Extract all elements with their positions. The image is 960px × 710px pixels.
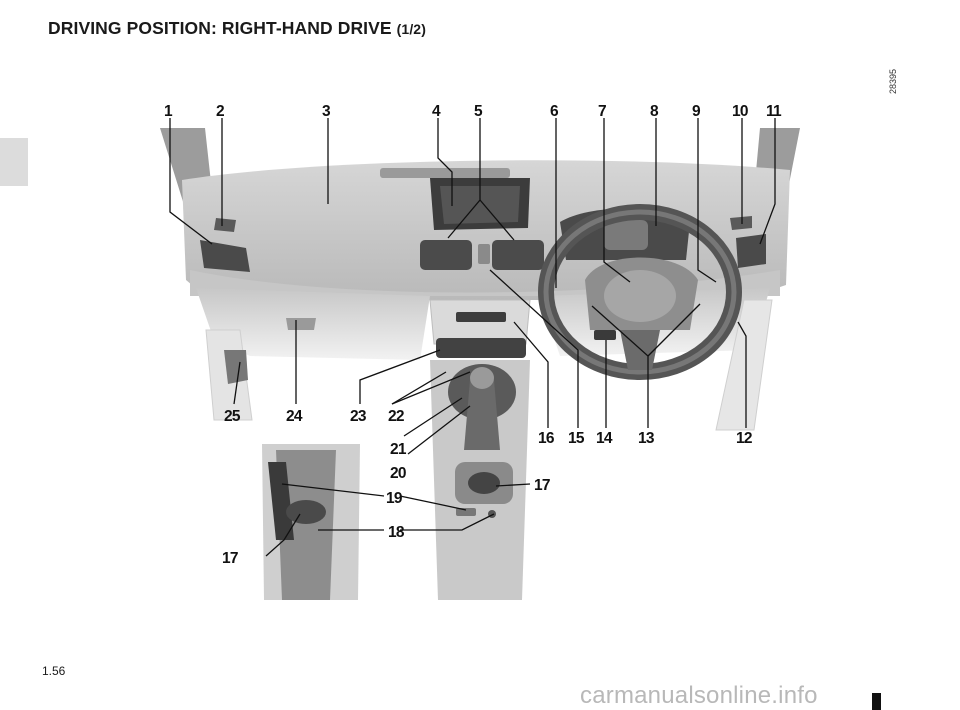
page-title: DRIVING POSITION: RIGHT-HAND DRIVE (1/2) <box>48 18 426 39</box>
callout-24: 24 <box>286 408 303 425</box>
callout-25: 25 <box>224 408 241 425</box>
callout-17-console: 17 <box>534 477 550 494</box>
callout-23: 23 <box>350 408 367 425</box>
centre-console <box>429 299 531 600</box>
callout-1: 1 <box>164 103 173 120</box>
navigation-screen <box>380 168 530 230</box>
callout-15: 15 <box>568 430 585 447</box>
callout-4: 4 <box>432 103 441 120</box>
callout-9: 9 <box>692 103 701 120</box>
steering-wheel <box>538 204 742 380</box>
callout-5: 5 <box>474 103 483 120</box>
leader-lines <box>169 118 776 557</box>
page-title-part: (1/2) <box>396 21 426 37</box>
callout-13: 13 <box>638 430 655 447</box>
callout-2: 2 <box>216 103 224 120</box>
footer-mark <box>872 693 881 710</box>
callout-20: 20 <box>390 465 406 482</box>
callout-18: 18 <box>388 524 405 541</box>
inset-console-view <box>262 444 360 600</box>
callout-16: 16 <box>538 430 555 447</box>
callout-7: 7 <box>598 103 606 120</box>
footwell <box>224 318 316 384</box>
page-title-text: DRIVING POSITION: RIGHT-HAND DRIVE <box>48 18 392 38</box>
air-vents <box>200 216 766 272</box>
callout-14: 14 <box>596 430 613 447</box>
callout-3: 3 <box>322 103 331 120</box>
chapter-tab <box>0 138 28 186</box>
callout-6: 6 <box>550 103 559 120</box>
callout-labels: 1 2 3 4 5 6 7 8 9 10 11 12 13 14 15 16 1… <box>164 103 783 567</box>
page-number: 1.56 <box>42 664 66 678</box>
callout-21: 21 <box>390 441 407 458</box>
callout-19: 19 <box>386 490 403 507</box>
callout-17-inset: 17 <box>222 550 238 567</box>
callout-10: 10 <box>732 103 748 120</box>
callout-12: 12 <box>736 430 752 447</box>
callout-8: 8 <box>650 103 659 120</box>
callout-22: 22 <box>388 408 404 425</box>
callout-11: 11 <box>766 103 782 120</box>
footer-watermark: carmanualsonline.info <box>580 682 818 709</box>
